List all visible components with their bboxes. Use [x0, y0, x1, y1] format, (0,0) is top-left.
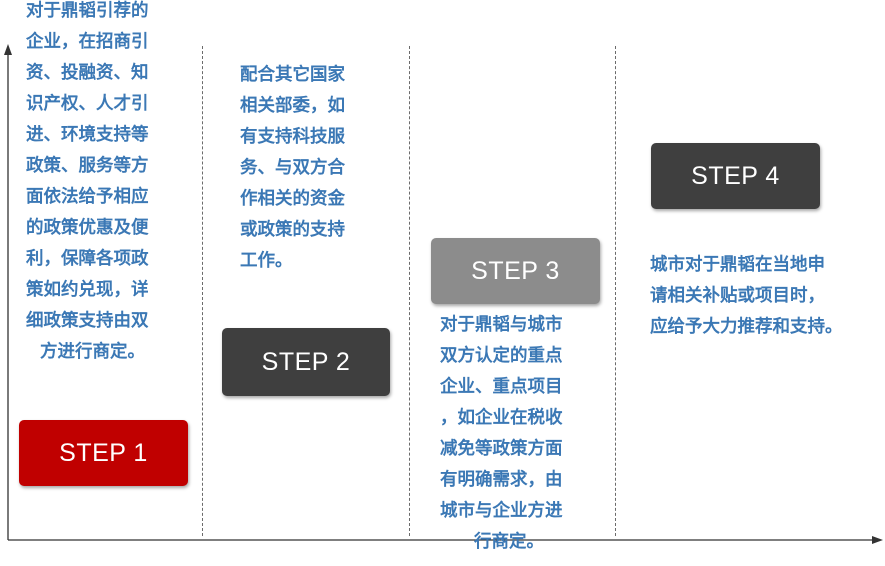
- step-3-line: ，如企业在税收: [440, 408, 563, 428]
- x-axis-arrow-icon: [872, 536, 883, 544]
- step-3-description: 对于鼎韬与城市 双方认定的重点 企业、重点项目 ，如企业在税收 减免等政策方面 …: [440, 310, 605, 558]
- divider-1: [202, 46, 203, 536]
- step-3-box: STEP 3: [431, 238, 600, 304]
- step-4-description: 城市对于鼎韬在当地申 请相关补贴或项目时， 应给予大力推荐和支持。: [650, 250, 875, 343]
- step-2-description: 配合其它国家 相关部委，如 有支持科技服 务、与双方合 作相关的资金 或政策的支…: [240, 60, 390, 277]
- step-2-line: 有支持科技服: [240, 127, 345, 147]
- divider-2: [409, 46, 410, 536]
- step-1-line: 细政策支持由双: [26, 311, 149, 331]
- step-2-line: 务、与双方合: [240, 158, 345, 178]
- step-2-line: 作相关的资金: [240, 189, 345, 209]
- step-3-line: 减免等政策方面: [440, 439, 563, 459]
- step-4-box: STEP 4: [651, 143, 820, 209]
- step-3-line: 企业、重点项目: [440, 377, 563, 397]
- step-2-line: 相关部委，如: [240, 96, 345, 116]
- step-1-line: 对于鼎韬引荐的: [26, 1, 149, 21]
- step-1-line: 识产权、人才引: [26, 94, 149, 114]
- step-3-line: 对于鼎韬与城市: [440, 315, 563, 335]
- divider-3: [615, 46, 616, 536]
- step-1-line: 方进行商定。: [40, 342, 145, 362]
- step-2-line: 或政策的支持: [240, 220, 345, 240]
- step-1-line: 的政策优惠及便: [26, 218, 149, 238]
- step-3-line: 双方认定的重点: [440, 346, 563, 366]
- step-4-line: 应给予大力推荐和支持。: [650, 317, 843, 337]
- step-2-line: 工作。: [240, 251, 293, 271]
- step-3-line: 城市与企业方进: [440, 501, 563, 521]
- step-2-line: 配合其它国家: [240, 65, 345, 85]
- step-4-line: 请相关补贴或项目时，: [650, 286, 825, 306]
- step-1-line: 利，保障各项政: [26, 249, 149, 269]
- step-3-line: 行商定。: [474, 532, 544, 552]
- step-1-description: 对于鼎韬引荐的 企业，在招商引 资、投融资、知 识产权、人才引 进、环境支持等 …: [26, 0, 186, 368]
- step-2-box: STEP 2: [222, 328, 390, 396]
- step-1-box: STEP 1: [19, 420, 188, 486]
- step-3-line: 有明确需求，由: [440, 470, 563, 490]
- step-1-line: 资、投融资、知: [26, 63, 149, 83]
- y-axis-arrow-icon: [4, 44, 12, 55]
- step-1-line: 进、环境支持等: [26, 125, 149, 145]
- step-1-line: 面依法给予相应: [26, 187, 149, 207]
- step-1-line: 策如约兑现，详: [26, 280, 149, 300]
- step-1-line: 政策、服务等方: [26, 156, 149, 176]
- step-4-line: 城市对于鼎韬在当地申: [650, 255, 825, 275]
- step-1-line: 企业，在招商引: [26, 32, 149, 52]
